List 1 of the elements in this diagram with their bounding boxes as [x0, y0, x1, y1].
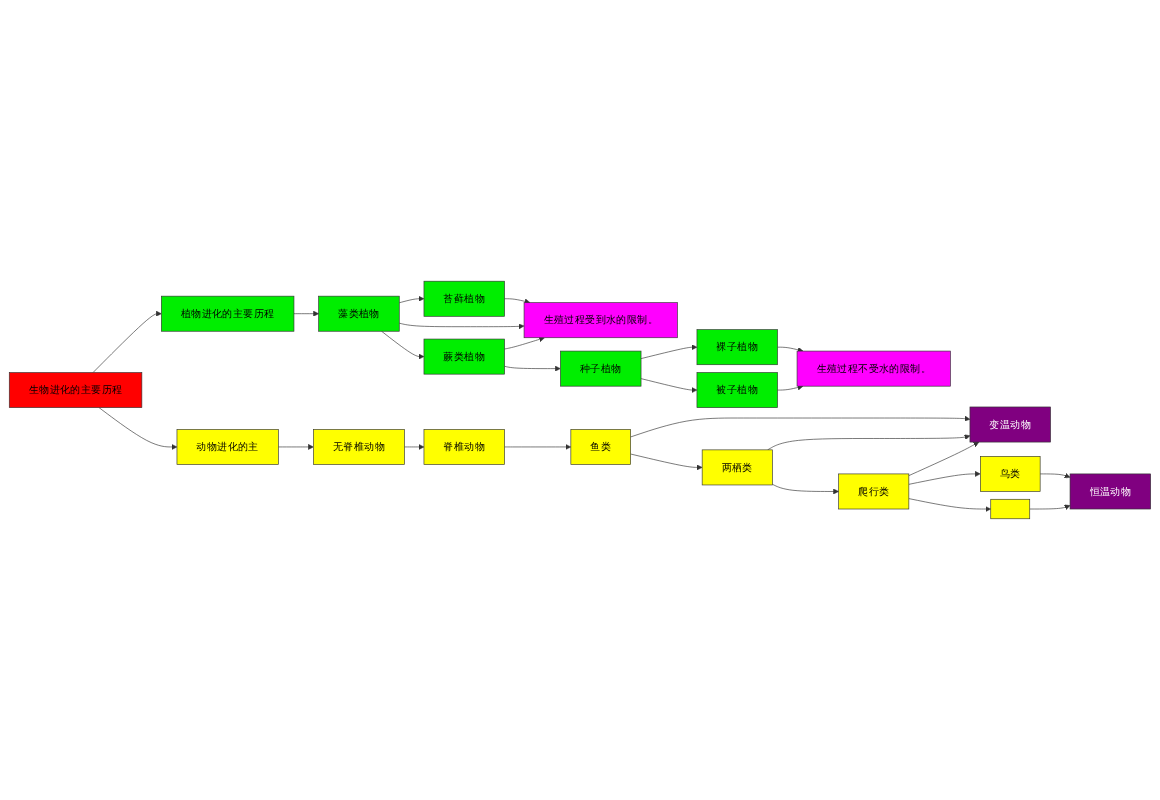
node-box	[990, 498, 1031, 520]
